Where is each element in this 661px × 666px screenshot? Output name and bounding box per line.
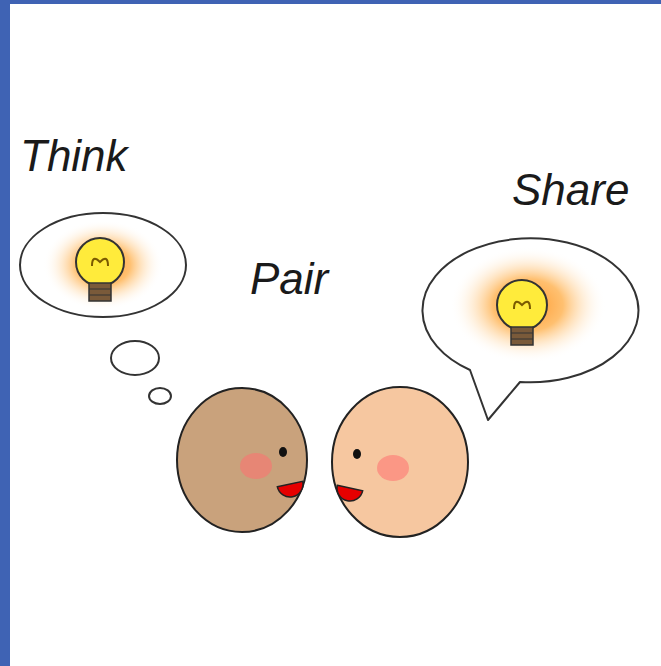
- face: [177, 388, 307, 532]
- step-label: Think: [20, 132, 128, 180]
- frame-bar: [0, 0, 661, 4]
- thought-bubble: [20, 213, 186, 404]
- face: [332, 387, 468, 537]
- speech-bubble: [422, 238, 638, 420]
- light-bulb: [497, 280, 547, 345]
- step-label: Pair: [250, 255, 328, 303]
- frame-bar: [0, 0, 10, 666]
- step-label: Share: [512, 166, 629, 214]
- light-bulb: [76, 238, 124, 301]
